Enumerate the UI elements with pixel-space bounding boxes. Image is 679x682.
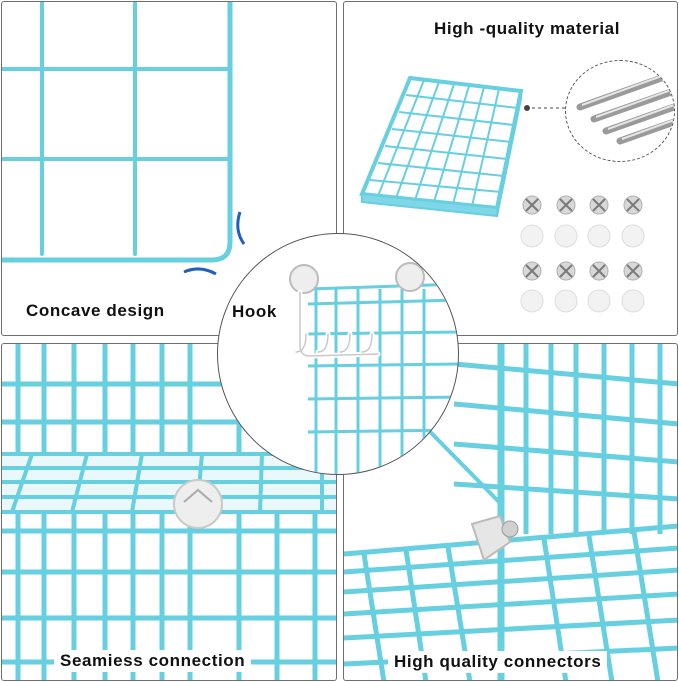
wire-grid-corner-image bbox=[2, 2, 246, 276]
connectors-label: High quality connectors bbox=[388, 651, 608, 673]
hook-image bbox=[289, 262, 458, 474]
wire-tray-image bbox=[359, 75, 645, 313]
connector-parts bbox=[520, 195, 645, 313]
connector-piece bbox=[470, 514, 512, 562]
concave-design-label: Concave design bbox=[26, 301, 165, 320]
seamless-connection-label: Seamiess connection bbox=[54, 650, 252, 672]
hook-detail-circle bbox=[217, 233, 459, 475]
material-zoom-inset bbox=[565, 60, 675, 162]
steel-rods-image bbox=[576, 71, 674, 145]
concave-design-panel bbox=[1, 1, 337, 336]
material-label: High -quality material bbox=[434, 19, 621, 38]
connector-cap bbox=[173, 479, 223, 529]
hook-label: Hook bbox=[232, 302, 277, 321]
